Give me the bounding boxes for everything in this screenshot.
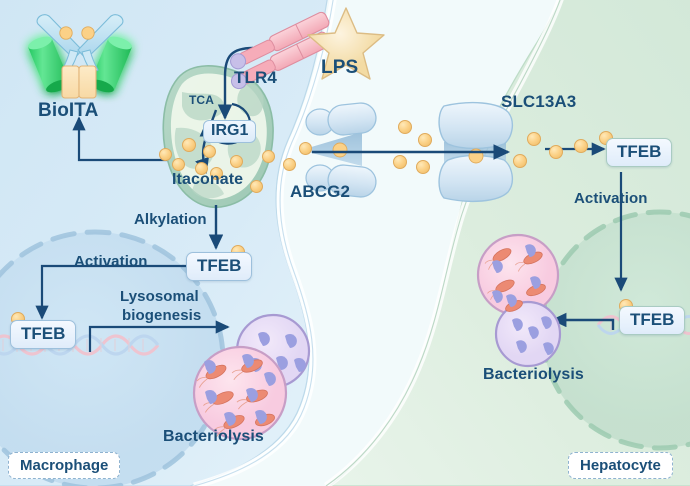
label-slc13a3: SLC13A3	[501, 92, 577, 111]
label-lysosomal-biogenesis-line1: Lysosomal	[120, 288, 199, 305]
lps-star	[307, 7, 385, 80]
itaconate-dot	[574, 139, 588, 153]
itaconate-dot	[549, 145, 563, 159]
label-lps: LPS	[321, 57, 359, 78]
abcg2-transporter	[305, 102, 377, 198]
bioita-cream-blocks	[61, 65, 97, 99]
itaconate-dot	[416, 160, 430, 174]
bacteriolysis-macrophage	[192, 313, 311, 441]
arrow-tlr4-to-irg1	[217, 46, 254, 120]
itaconate-dot	[172, 158, 185, 171]
cell-tag-macrophage: Macrophage	[8, 452, 121, 479]
label-itaconate: Itaconate	[172, 171, 244, 188]
arrow-lysosomal-biogenesis	[88, 320, 230, 352]
itaconate-dot	[513, 154, 527, 168]
label-bioita: BioITA	[38, 100, 99, 121]
itaconate-dot	[250, 180, 263, 193]
label-tca: TCA	[189, 93, 214, 107]
tfeb-hepatocyte-cytosol: TFEB	[606, 138, 673, 167]
bioita-molecule	[28, 14, 132, 99]
label-abcg2: ABCG2	[290, 182, 351, 201]
itaconate-dot	[182, 138, 196, 152]
itaconate-dot	[210, 167, 223, 180]
label-irg1: IRG1	[203, 120, 257, 143]
label-activation-macrophage: Activation	[74, 253, 148, 270]
itaconate-dot	[262, 150, 275, 163]
itaconate-dot	[418, 133, 432, 147]
hepatocyte-nucleus	[539, 209, 690, 451]
lysosome-cluster-big	[204, 354, 267, 426]
itaconate-dot	[203, 145, 216, 158]
label-alkylation: Alkylation	[134, 211, 207, 228]
label-tlr4: TLR4	[234, 68, 277, 87]
itaconate-dot	[527, 132, 541, 146]
itaconate-dot	[393, 155, 407, 169]
label-activation-hepatocyte: Activation	[574, 190, 648, 207]
cell-tag-hepatocyte: Hepatocyte	[568, 452, 673, 479]
itaconate-dot	[159, 148, 172, 161]
itaconate-dot	[398, 120, 412, 134]
label-lysosomal-biogenesis-line2: biogenesis	[122, 307, 202, 324]
arrow-itaconate-to-bioita	[72, 116, 176, 162]
bacteriolysis-hepatocyte	[476, 233, 562, 368]
tfeb-macrophage-cytosol: TFEB	[186, 252, 253, 281]
arrow-hepatocyte-tfeb-to-bacteriolysis	[551, 312, 615, 330]
itaconate-dot	[283, 158, 296, 171]
arrow-activation-macrophage	[35, 264, 186, 320]
tfeb-hepatocyte-nucleus: TFEB	[619, 306, 686, 335]
label-bacteriolysis-macrophage: Bacteriolysis	[163, 428, 264, 445]
bacteria-cluster-hep	[484, 248, 546, 312]
bioita-antibody-arms	[36, 14, 124, 74]
itaconate-dot	[195, 162, 208, 175]
itaconate-dot	[230, 155, 243, 168]
label-bacteriolysis-hepatocyte: Bacteriolysis	[483, 366, 584, 383]
tfeb-macrophage-nucleus: TFEB	[10, 320, 77, 349]
itaconate-dot	[299, 142, 312, 155]
